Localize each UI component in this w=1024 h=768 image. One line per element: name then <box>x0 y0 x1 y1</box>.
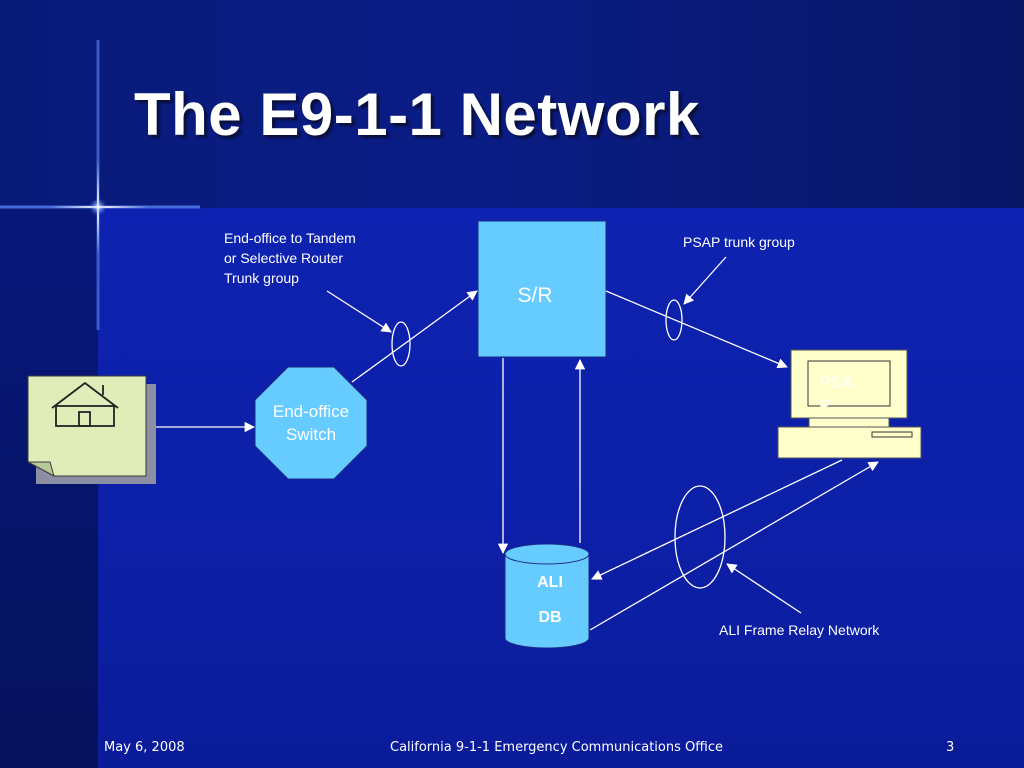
switch-to-router-arrow <box>351 290 478 383</box>
footer-organization: California 9-1-1 Emergency Communication… <box>390 740 723 755</box>
psap-trunk-callout-arrow <box>683 256 727 305</box>
sparkle-decoration <box>0 40 200 330</box>
end-office-trunk-label-line2: or Selective Router <box>224 250 343 266</box>
end-office-label-line1: End-office <box>273 402 349 421</box>
end-office-trunk-label-line1: End-office to Tandem <box>224 230 356 246</box>
footer-date: May 6, 2008 <box>104 740 185 755</box>
ali-db-label-line1: ALI <box>537 574 563 591</box>
end-office-trunk-ellipse <box>391 321 411 367</box>
connectors <box>156 256 879 631</box>
slide-left-band <box>0 208 98 768</box>
ali-database-node: ALI DB <box>504 543 590 649</box>
end-office-trunk-label-line3: Trunk group <box>224 270 299 286</box>
slide-title: The E9-1-1 Network <box>134 81 700 148</box>
end-office-switch-node: End-office Switch <box>254 366 368 480</box>
ali-frame-relay-callout-arrow <box>726 563 802 614</box>
callout-labels: End-office to Tandem or Selective Router… <box>224 230 880 638</box>
router-to-psap-arrow <box>605 290 788 369</box>
psap-computer-node: PSA P <box>777 349 922 459</box>
psap-trunk-label: PSAP trunk group <box>683 234 795 250</box>
house-caller-node <box>27 375 156 484</box>
footer-page-number: 3 <box>946 740 955 755</box>
end-office-label-line2: Switch <box>286 425 336 444</box>
ali-db-label-line2: DB <box>538 609 561 626</box>
ali-frame-relay-label: ALI Frame Relay Network <box>719 622 880 638</box>
ali-to-psap-arrow <box>589 461 879 631</box>
selective-router-node: S/R <box>477 220 607 358</box>
psap-label-line2: P <box>819 396 830 415</box>
selective-router-label: S/R <box>517 284 552 307</box>
psap-label-line1: PSA <box>819 373 854 392</box>
slide-header-background <box>0 0 1024 208</box>
psap-trunk-ellipse <box>665 299 683 341</box>
house-icon <box>51 381 119 427</box>
end-office-trunk-callout-arrow <box>326 290 392 333</box>
ali-frame-relay-ellipse <box>674 485 726 589</box>
psap-to-ali-arrow <box>591 459 843 580</box>
